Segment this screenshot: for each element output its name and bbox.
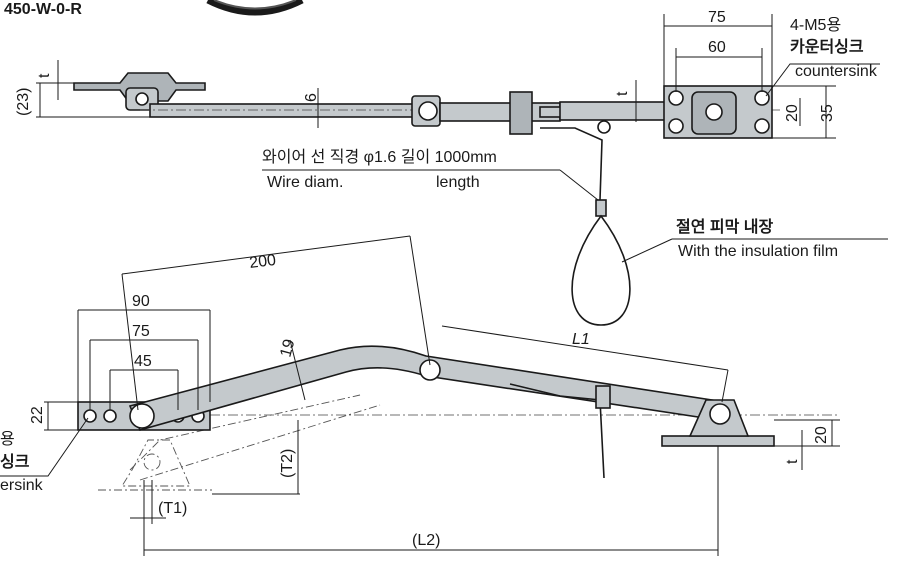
- insulation-label-en: With the insulation film: [678, 243, 838, 260]
- side-right-base: [661, 435, 775, 447]
- top-wire: [540, 127, 603, 201]
- dim-t-side: t: [784, 459, 801, 464]
- dim-45: 45: [134, 353, 152, 370]
- top-view: 75 60 4-M5용 카운터싱크 countersink 20 35 (23)…: [15, 9, 888, 326]
- top-hole-1: [668, 90, 684, 106]
- top-hole-2: [668, 118, 684, 134]
- side-hole-2: [103, 409, 117, 423]
- top-hole-4: [754, 118, 770, 134]
- insulation-leader: [621, 238, 673, 263]
- ghost-bracket: [121, 439, 191, 487]
- side-view: 200 90 75 45 22 19 L1 (T2) (T1): [0, 235, 840, 556]
- dim-22: 22: [29, 406, 46, 424]
- part-code: 450-W-0-R: [4, 1, 82, 18]
- cable-coil: [206, 0, 304, 16]
- dim-L1: L1: [572, 331, 590, 348]
- top-left-pin: [135, 92, 149, 106]
- left-label-ko-1: 용: [0, 430, 15, 448]
- side-left-pivot: [129, 403, 155, 429]
- top-right-pin: [705, 103, 723, 121]
- ghost-arm: [129, 394, 381, 481]
- wire-label-ko: 와이어 선 직경 φ1.6 길이 1000mm: [262, 148, 497, 166]
- top-arm-right: [559, 101, 671, 121]
- side-mid-pin: [419, 359, 441, 381]
- dim-200: 200: [248, 252, 277, 272]
- wire-loop: [571, 214, 631, 326]
- left-label-en: ersink: [0, 477, 44, 494]
- dim-75-top: 75: [708, 9, 726, 26]
- countersink-ko-2: 카운터싱크: [790, 38, 864, 56]
- top-mid-pin: [418, 101, 438, 121]
- cable-coil-inner: [213, 0, 297, 10]
- top-arm: [149, 103, 421, 118]
- dim-T2: (T2): [279, 449, 296, 478]
- dim-75-side: 75: [132, 323, 150, 340]
- insulation-label-ko: 절연 피막 내장: [676, 217, 773, 236]
- top-left-bracket: [73, 72, 206, 102]
- dim-20-top: 20: [784, 104, 801, 122]
- top-wire-sleeve: [595, 199, 607, 217]
- countersink-ko-1: 4-M5용: [790, 16, 841, 34]
- left-countersink-leader: [0, 417, 89, 477]
- dim-t-top-left: t: [36, 73, 53, 78]
- countersink-leader: [765, 63, 880, 97]
- side-right-pivot: [709, 403, 731, 425]
- dim-90: 90: [132, 293, 150, 310]
- wire-label-en-2: length: [436, 174, 480, 191]
- side-arm: [128, 345, 727, 431]
- dim-60-top: 60: [708, 39, 726, 56]
- side-wire-clip: [595, 385, 611, 409]
- wire-label-en-1: Wire diam.: [267, 174, 343, 191]
- dim-19: 19: [277, 337, 298, 359]
- top-clamp: [509, 91, 533, 135]
- dim-20-side: 20: [813, 426, 830, 444]
- top-hole-3: [754, 90, 770, 106]
- dim-t-top-right: t: [614, 91, 631, 96]
- wire-leader: [559, 169, 599, 201]
- side-hole-1: [83, 409, 97, 423]
- dim-6: 6: [303, 93, 320, 102]
- left-label-ko-2: 싱크: [0, 453, 30, 471]
- top-wire-eye: [597, 120, 611, 134]
- dim-L2: (L2): [412, 532, 440, 549]
- countersink-en: countersink: [795, 63, 878, 80]
- dim-23: (23): [15, 88, 32, 116]
- dim-T1: (T1): [158, 500, 187, 517]
- side-wire: [509, 383, 605, 479]
- dim-35-top: 35: [819, 104, 836, 122]
